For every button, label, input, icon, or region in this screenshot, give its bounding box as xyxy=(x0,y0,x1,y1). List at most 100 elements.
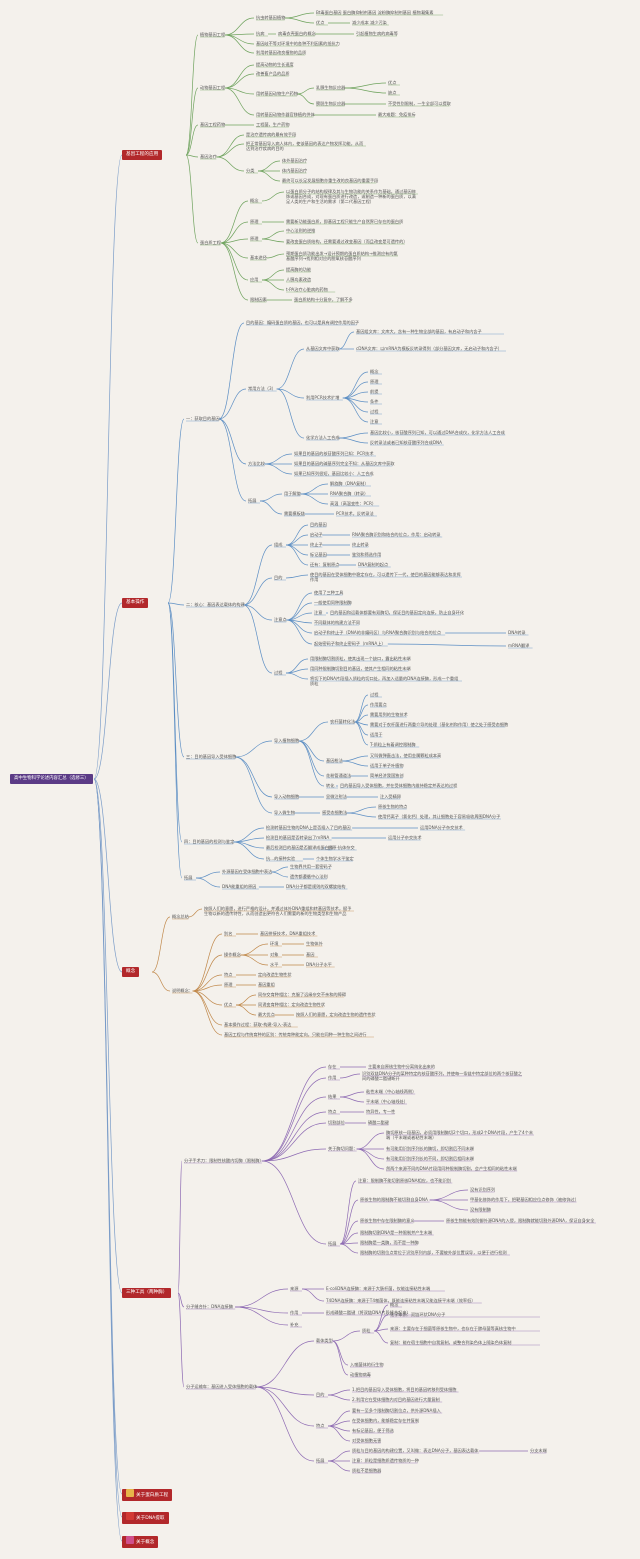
node-b2-3e[interactable]: 启动子和终止子（DNA的非编码区）与RNA聚合酶识别与结合的位点 xyxy=(314,630,442,635)
node-d3-2b[interactable]: 2.利用它在受体细胞内对目的基因进行大量复制 xyxy=(352,1397,440,1402)
node-d1-4[interactable]: 特点 xyxy=(328,1109,337,1114)
node-b3-1[interactable]: 导入植物细胞 xyxy=(274,738,300,743)
node-b3-1c[interactable]: 花粉管通道法 xyxy=(326,773,352,778)
node-c2-5b[interactable]: 同诱变育种相比：定向改造生物性状 xyxy=(258,1002,326,1007)
node-b1-1b4[interactable]: 条件 xyxy=(370,399,379,404)
node-d1-3[interactable]: 结果 xyxy=(328,1094,337,1099)
node-b2-3d[interactable]: 不同载体的构建方法不同 xyxy=(314,620,361,625)
node-b2-3b[interactable]: 一般使用同种限制酶 xyxy=(314,600,352,605)
node-b4-3a[interactable]: 抗原-抗体杂交 xyxy=(328,845,355,850)
branch-dna-extraction[interactable]: 关于DNA提取 xyxy=(122,1512,169,1524)
node-d1-7b[interactable]: 原核生物的限制酶不能切割自身DNA xyxy=(360,1197,428,1202)
node-a4-3c[interactable]: 最终可以长足发展细胞亦重生改的良基因的重要手段 xyxy=(282,178,379,183)
node-b3-1b1[interactable]: 又叫微弹轰击法，使用金属颗粒成本高 xyxy=(370,753,442,758)
node-c2-1a[interactable]: 基因拼接技术，DNA重组技术 xyxy=(260,931,316,936)
node-b2[interactable]: 二：核心：基因表达载体的构建 xyxy=(186,602,245,607)
node-b2-3c1[interactable]: 目的基因和运载体都要有双酶切，保证目的基因定向连接，防止自身环化 xyxy=(330,610,465,615)
node-d2-1a[interactable]: E·coliDNA连接酶：来源于大肠杆菌，仅能连接粘性末端 xyxy=(326,1286,431,1291)
node-d3-4[interactable]: 拓展 xyxy=(316,1458,325,1463)
node-a3-1[interactable]: 工程菌，生产药物 xyxy=(256,122,290,127)
node-b2-2a[interactable]: 使目的基因在受体细胞中稳定存在，可以遗传下一代，使目的基因能够表达和发挥作用 xyxy=(310,572,461,582)
node-b3-3b[interactable]: 原核生物的特点 xyxy=(378,804,408,809)
node-d3-2[interactable]: 目的 xyxy=(316,1392,325,1397)
node-b4[interactable]: 四：目的基因的检测与鉴定 xyxy=(184,839,235,844)
node-d1-6d[interactable]: 然两个来源不同的DNA片段用同种限制酶切割，会产生相同的粘性末端 xyxy=(386,1166,517,1171)
node-b2-1e[interactable]: 还有：复制原点 xyxy=(310,562,340,567)
branch-basic-operations[interactable]: 基本操作 xyxy=(122,598,149,608)
node-c1[interactable]: 概念总结 xyxy=(172,914,189,919)
node-d1-7b3[interactable]: 没有限制酶 xyxy=(470,1207,491,1212)
node-d3-1b[interactable]: 入噬菌体的衍生物 xyxy=(350,1362,384,1367)
node-d1-7f[interactable]: 限制酶的切割位点常位于识别序列内部，不要被外部位置误导，以便于进行检测 xyxy=(360,1250,507,1255)
node-a5-6[interactable]: 限制因素 xyxy=(250,297,267,302)
node-b3-1d[interactable]: 转化 xyxy=(326,783,335,788)
node-d2-2a[interactable]: 形成磷酸二酯键（将双链DNA片段缝合起来） xyxy=(326,1310,411,1315)
node-d2[interactable]: 分子缝合针：DNA连接酶 xyxy=(186,1304,233,1309)
node-d3-4a[interactable]: 质粒与目的基因的构建位置，又叫做：表达DNA分子，基因表达载体 xyxy=(352,1448,479,1453)
node-a5-3b[interactable]: 要改变蛋白质结构，还需要通过改变基因（而且改变是可遗传的） xyxy=(286,239,408,244)
node-b1-2b[interactable]: 如果目的基因的碱基序列完全不知：从基因文库中获取 xyxy=(294,461,395,466)
node-d3-1a[interactable]: 质粒 xyxy=(362,1328,371,1333)
node-b1-3[interactable]: 拓展 xyxy=(248,498,257,503)
node-a1-1c[interactable]: 减少成本 减少污染 xyxy=(352,20,387,25)
node-c2[interactable]: 说明概念： xyxy=(172,988,193,993)
node-b3-1a5[interactable]: 适用于 xyxy=(370,732,383,737)
node-a5[interactable]: 蛋白质工程 xyxy=(200,240,221,245)
node-d1-5[interactable]: 切割部位 xyxy=(328,1120,345,1125)
node-d1-1[interactable]: 存在 xyxy=(328,1064,337,1069)
node-a2-4a[interactable]: 最大难题：免疫排斥 xyxy=(378,112,416,117)
node-b1-1b3[interactable]: 前提 xyxy=(370,389,379,394)
node-b2-2[interactable]: 目的 xyxy=(274,575,283,580)
node-b5-2a[interactable]: DNA分子都是规则的双螺旋结构 xyxy=(286,884,346,889)
node-a5-2[interactable]: 原理 xyxy=(250,219,259,224)
node-b5-1b[interactable]: 遗传都遵循中心法则 xyxy=(290,874,328,879)
node-b1-3b[interactable]: 需要模板链 xyxy=(284,511,305,516)
node-c2-3a[interactable]: 定向改造生物性状 xyxy=(258,972,292,977)
node-b4-1a[interactable]: 运用DNA分子杂交技术 xyxy=(420,825,463,830)
node-c2-6[interactable]: 最大优点 xyxy=(258,1012,275,1017)
node-d3-3b[interactable]: 在受体细胞内，能够稳定存在并复制 xyxy=(352,1418,420,1423)
branch-three-tools[interactable]: 三种工具（两种酶） xyxy=(122,1288,172,1298)
node-b3-1a[interactable]: 农杆菌转化法 xyxy=(330,719,356,724)
node-b3-1c1[interactable]: 简单经济我国独创 xyxy=(370,773,404,778)
node-a4-2[interactable]: 把正常基因导入病人体内，使该基因的表达产物发挥功能，从而达到治疗疾病的目的 xyxy=(246,141,364,151)
branch-concepts[interactable]: 关于概念 xyxy=(122,1536,159,1548)
node-d3-3a[interactable]: 要有一至多个限制酶切割位点，供外源DNA插入 xyxy=(352,1408,441,1413)
node-c2-5[interactable]: 优点 xyxy=(224,1002,233,1007)
node-b2-1c1[interactable]: 终止转录 xyxy=(352,542,369,547)
node-a5-5c[interactable]: t-PA治疗心脏病的药物 xyxy=(286,287,328,292)
node-c2-2[interactable]: 操作概念 xyxy=(224,952,241,957)
node-b1-3a[interactable]: 用于解旋 xyxy=(284,491,301,496)
node-b2-3f1[interactable]: mRNA翻译 xyxy=(508,643,530,648)
node-a2[interactable]: 动物基因工程 xyxy=(200,85,226,90)
node-c2-5a[interactable]: 同杂交育种相比：克服了远缘杂交不亲和的障碍 xyxy=(258,992,346,997)
node-c2-3[interactable]: 特点 xyxy=(224,972,233,977)
node-a5-2a[interactable]: 需要新功能蛋白质，即基因工程只能生产自然界已存在的蛋白质 xyxy=(286,219,404,224)
node-b3-3[interactable]: 导入微生物 xyxy=(274,810,295,815)
node-d1-2a[interactable]: 识别双链DNA分子的某种特定的核苷酸序列，并使每一条链中特定部位的两个核苷酸之间… xyxy=(362,1071,522,1081)
node-b3-1b[interactable]: 基因枪法 xyxy=(326,758,343,763)
node-d3-1a1[interactable]: 概念 xyxy=(390,1302,399,1307)
node-a1-1[interactable]: 抗虫转基因植物 xyxy=(256,15,286,20)
node-a1-4[interactable]: 利用转基因改良植物的品质 xyxy=(256,50,307,55)
node-b1-3a1[interactable]: 解旋酶（DNA复制） xyxy=(330,481,369,486)
node-b2-1a[interactable]: 目的基因 xyxy=(310,522,327,527)
node-d2-1b[interactable]: T4DNA连接酶：来源于T4噬菌体，既能连接粘性末端又能连接平末端（效率低） xyxy=(326,1298,476,1303)
node-b4-2a[interactable]: 运用分子杂交技术 xyxy=(388,835,422,840)
node-b2-3c[interactable]: 注意 xyxy=(314,610,323,615)
node-b1-1c[interactable]: 化学方法人工合成 xyxy=(306,435,340,440)
node-b3-1b2[interactable]: 适用于单子叶植物 xyxy=(370,763,404,768)
node-b5-0[interactable]: 拓展 xyxy=(184,875,193,880)
node-b1-3a3[interactable]: 高温（高温变性：PCR） xyxy=(330,501,377,506)
node-b1-1a2[interactable]: cDNA文库：以mRNA为模板反转录得到（部分基因文库，无启动子和内含子） xyxy=(356,346,502,351)
node-d1-7b1[interactable]: 没有识别序列 xyxy=(470,1187,496,1192)
node-d3-1[interactable]: 载体类型 xyxy=(316,1338,333,1343)
node-b1-1c2[interactable]: 反转录法或者已知核苷酸序列合成DNA xyxy=(370,440,443,445)
node-c2-6a[interactable]: 按照人们的意愿，定向改造生物的遗传性状 xyxy=(296,1012,376,1017)
node-b1-1b[interactable]: 利用PCR技术扩增 xyxy=(306,395,340,400)
node-b4-4a[interactable]: 个体生物学水平鉴定 xyxy=(316,856,354,861)
node-b3-2a[interactable]: 显微注射法 xyxy=(326,794,347,799)
node-d3-4a1[interactable]: 分支末端 xyxy=(530,1448,547,1453)
node-b3-1a3[interactable]: 需要用到的生物技术 xyxy=(370,712,408,717)
node-d3-4c[interactable]: 质粒不是细胞器 xyxy=(352,1468,382,1473)
